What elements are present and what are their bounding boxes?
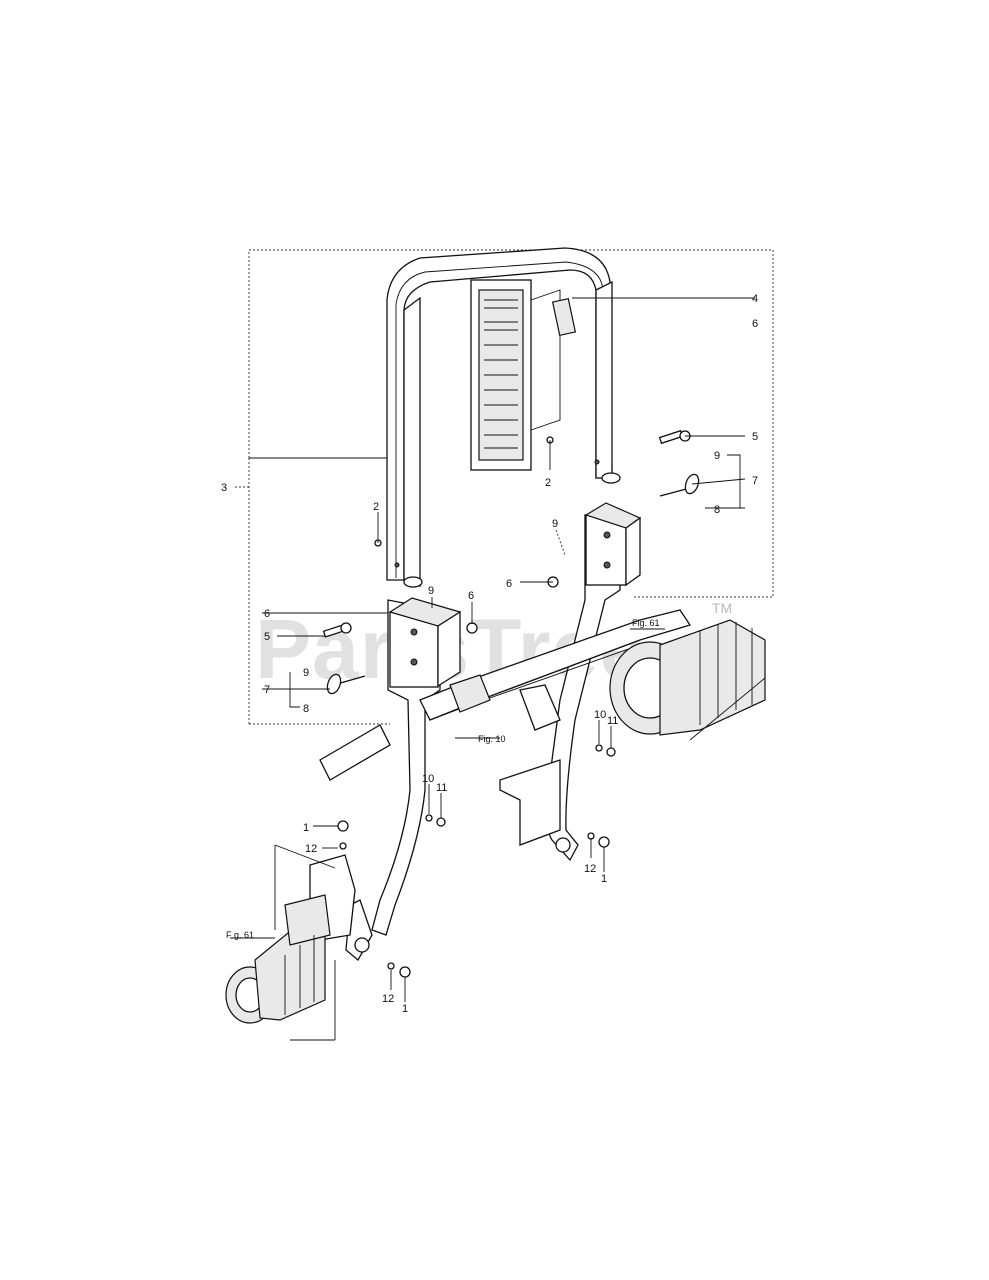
pin-right: [659, 473, 700, 497]
assembly-boundary: [235, 249, 774, 725]
callout-5-left: 5: [264, 631, 270, 643]
callout-8-right: 8: [714, 504, 720, 516]
callout-2-left: 2: [373, 501, 379, 513]
callout-8-left: 8: [303, 703, 309, 715]
bolt-right: [658, 429, 691, 445]
transmission-left: [225, 844, 336, 1041]
warning-decal: [470, 279, 755, 471]
callout-12-left-upper: 12: [305, 843, 317, 855]
watermark-trademark: TM: [712, 600, 732, 616]
callout-2-right: 2: [545, 477, 551, 489]
callout-1-right: 1: [601, 873, 607, 885]
rops-upper-hoop: [386, 247, 621, 588]
callout-7-right: 7: [752, 475, 758, 487]
callout-6-center: 6: [506, 578, 512, 590]
transmission-right: [609, 619, 766, 741]
fig-ref-10: Fig. 10: [478, 734, 506, 744]
fig-ref-61-right: Fig. 61: [632, 618, 660, 628]
callout-10-right: 10: [594, 709, 606, 721]
pin-left: [326, 673, 366, 695]
callout-3: 3: [221, 482, 227, 494]
callout-6-left: 6: [468, 590, 474, 602]
callout-5-right: 5: [752, 431, 758, 443]
callout-11-right: 11: [607, 715, 618, 727]
callout-9-left-upper: 9: [428, 585, 434, 597]
callout-12-right: 12: [584, 863, 596, 875]
callout-6-left-margin: 6: [264, 608, 270, 620]
callout-9-left: 9: [303, 667, 309, 679]
callout-7-left: 7: [264, 684, 270, 696]
fig-ref-61-left: F g. 61: [226, 930, 254, 940]
callout-9-right: 9: [714, 450, 720, 462]
callout-1-left-upper: 1: [303, 822, 309, 834]
callout-numbers: 4 6 5 9 7 8 3 2 2 9 6 9 6 6 5 9 7 8 1 12…: [221, 293, 758, 1015]
callout-1-bottom: 1: [402, 1003, 408, 1015]
callout-10-left: 10: [422, 773, 434, 785]
callout-12-bottom: 12: [382, 993, 394, 1005]
callout-4: 4: [752, 293, 758, 305]
callout-6-right: 6: [752, 318, 758, 330]
leader-lines: [230, 435, 746, 1002]
callout-11-left: 11: [436, 782, 447, 794]
bolt-left: [322, 622, 352, 638]
figure-references: Fig. 61 Fig. 10 F g. 61: [226, 618, 660, 940]
callout-9-center: 9: [552, 518, 558, 530]
